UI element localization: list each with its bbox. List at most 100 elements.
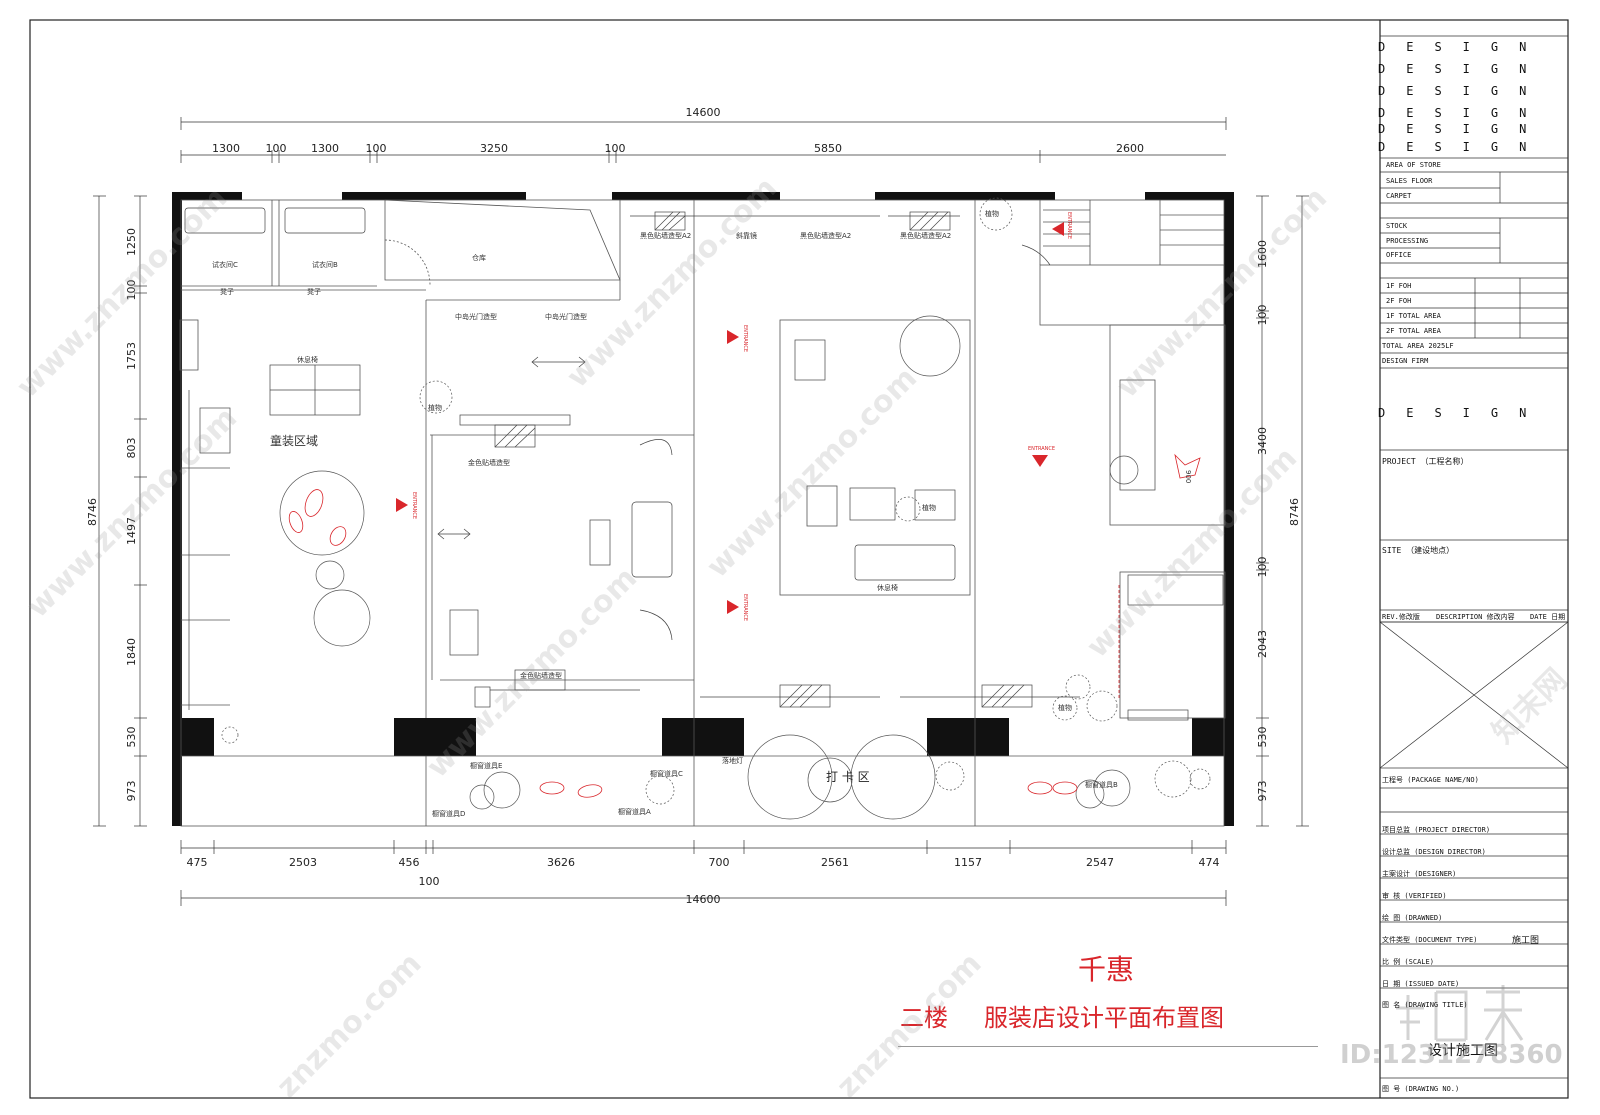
label-photo-zone: 打 卡 区	[826, 770, 870, 784]
label-measure-900: 900	[1184, 470, 1192, 483]
entrance-marker-1	[396, 498, 408, 512]
caption-title: 服装店设计平面布置图	[984, 1004, 1224, 1032]
label-rest-bench: 休息椅	[297, 355, 318, 364]
kids-round-table	[279, 470, 365, 556]
entrance-marker-2	[727, 330, 739, 344]
label-window-prop-b: 橱窗道具B	[1085, 780, 1118, 789]
dim-left-total: 8746	[86, 498, 99, 526]
label-black-rack-3: 黑色贴墙造型A2	[900, 231, 951, 240]
watermark-logo-mark	[1396, 985, 1524, 1045]
dim-left-5: 1497	[125, 517, 138, 545]
dim-right-4: 100	[1256, 557, 1269, 578]
dim-left-4: 803	[125, 438, 138, 459]
circulation-arrows	[437, 244, 1051, 641]
dim-top-2: 100	[266, 142, 287, 155]
entrance-label-4: ENTRANCE	[1028, 446, 1055, 452]
title-block-design-3: DESIGN	[1378, 84, 1548, 98]
tb-design-director: 设计总监 (DESIGN DIRECTOR)	[1382, 848, 1486, 856]
fitting-bench-b	[284, 207, 366, 234]
label-stool-1: 凳子	[220, 287, 234, 296]
dim-bottom-9: 474	[1199, 856, 1220, 869]
label-window-prop-e: 橱窗道具E	[470, 761, 502, 770]
tb-drawing-title-value: 设计施工图	[1428, 1043, 1498, 1059]
dim-bottom-8: 2547	[1086, 856, 1114, 869]
dim-bottom-4: 3626	[547, 856, 575, 869]
dim-bottom-small: 100	[419, 875, 440, 888]
dim-right-6: 530	[1256, 727, 1269, 748]
tb-stock: STOCK	[1386, 222, 1408, 230]
tb-design-firm: DESIGN FIRM	[1382, 357, 1429, 365]
tb-site: SITE （建设地点）	[1382, 546, 1455, 555]
tb-date: DATE 日期	[1530, 613, 1566, 621]
tb-verified: 审 核 (VERIFIED)	[1382, 892, 1447, 900]
dim-top-total: 14600	[686, 106, 721, 119]
dimension-labels: 14600 1300 100 1300 100 3250 100 5850 26…	[86, 106, 1301, 906]
column-1	[172, 718, 214, 756]
tb-drawing-title: 图 名 (DRAWING TITLE)	[1382, 1001, 1468, 1009]
label-black-rack-1: 黑色贴墙造型A2	[640, 231, 691, 240]
dim-bottom-6: 2561	[821, 856, 849, 869]
tb-total-area: TOTAL AREA 2025LF	[1382, 342, 1454, 350]
entrance-marker-4	[1032, 455, 1048, 467]
tb-firm-name: DESIGN	[1378, 406, 1548, 420]
dim-bottom-1: 475	[187, 856, 208, 869]
dim-top-7: 5850	[814, 142, 842, 155]
dim-left-6: 1840	[125, 638, 138, 666]
interior-lines	[179, 199, 1226, 827]
dim-top-8: 2600	[1116, 142, 1144, 155]
label-window-prop-a: 橱窗道具A	[618, 807, 651, 816]
label-window-prop-d: 橱窗道具D	[432, 809, 465, 818]
entrance-label-3: ENTRANCE	[742, 594, 748, 621]
entrance-label-2: ENTRANCE	[742, 325, 748, 352]
dim-bottom-2: 2503	[289, 856, 317, 869]
dim-top-3: 1300	[311, 142, 339, 155]
title-block-design-2: DESIGN	[1378, 62, 1548, 76]
tb-office: OFFICE	[1386, 251, 1412, 259]
label-kids-area: 童装区域	[270, 433, 318, 448]
red-decor	[288, 453, 1201, 798]
column-2	[394, 718, 476, 756]
title-block-design-4: DESIGN	[1378, 106, 1548, 120]
dim-right-3: 3400	[1256, 427, 1269, 455]
tb-scale: 比 例 (SCALE)	[1382, 958, 1434, 966]
sheet-border	[29, 19, 1569, 1099]
label-mid-rack-2: 中岛光门造型	[545, 312, 587, 321]
tb-1f-foh: 1F FOH	[1386, 282, 1412, 290]
tb-drawing-no: 图 号 (DRAWING NO.)	[1382, 1085, 1460, 1093]
label-fitting-b: 试衣间B	[312, 260, 338, 269]
label-lamp: 落地灯	[722, 756, 743, 765]
column-4	[927, 718, 1009, 756]
dim-right-1: 1600	[1256, 240, 1269, 268]
dim-bottom-total: 14600	[686, 893, 721, 906]
label-gold-rack-2: 金色贴墙造型	[520, 671, 562, 680]
tb-2f-total: 2F TOTAL AREA	[1386, 327, 1441, 335]
dim-left-1: 1250	[125, 228, 138, 256]
label-rest-bench-2: 休息椅	[877, 583, 898, 592]
label-black-rack-2: 黑色贴墙造型A2	[800, 231, 851, 240]
tb-carpet: CARPET	[1386, 192, 1412, 200]
tb-document-type: 文件类型 (DOCUMENT TYPE)	[1382, 936, 1478, 944]
tb-2f-foh: 2F FOH	[1386, 297, 1412, 305]
label-warehouse: 仓库	[472, 253, 486, 262]
title-block-design-5: DESIGN	[1378, 122, 1548, 136]
label-window-prop-c: 橱窗道具C	[650, 769, 683, 778]
label-mirror: 斜靠镜	[736, 231, 757, 240]
column-5	[1192, 718, 1234, 756]
dim-right-total: 8746	[1288, 498, 1301, 526]
tb-processing: PROCESSING	[1386, 237, 1429, 245]
entrance-marker-5	[1052, 222, 1064, 236]
photo-zone-chair-left	[747, 734, 833, 820]
dim-top-6: 100	[605, 142, 626, 155]
dimension-lines	[93, 117, 1309, 906]
dim-right-5: 2043	[1256, 630, 1269, 658]
tb-sales-floor: SALES FLOOR	[1386, 177, 1433, 185]
caption-underline	[898, 1046, 1318, 1047]
dim-left-8: 973	[125, 781, 138, 802]
caption-floor: 二楼	[900, 1004, 948, 1032]
racks	[459, 211, 1080, 708]
entrance-label-1: ENTRANCE	[411, 492, 417, 519]
dim-bottom-5: 700	[709, 856, 730, 869]
title-block-design-6: DESIGN	[1378, 140, 1548, 154]
dim-right-7: 973	[1256, 781, 1269, 802]
